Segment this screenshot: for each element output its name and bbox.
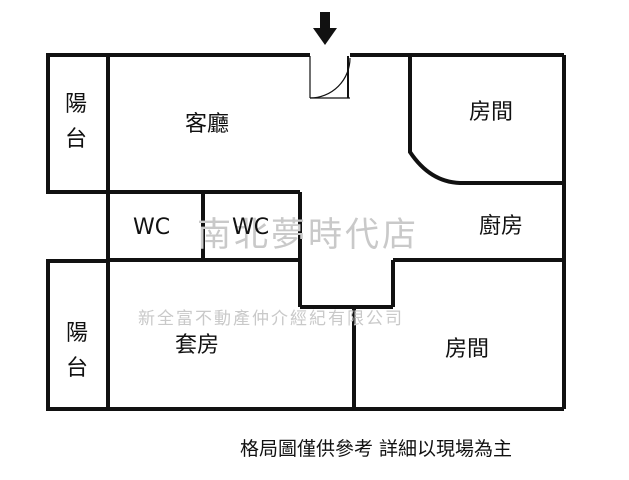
balcony-top-label-1: 陽 — [65, 92, 87, 117]
wc-left-label: WC — [133, 215, 170, 240]
wall-bedroom-top — [408, 55, 564, 185]
watermark-company: 新全富不動產仲介經紀有限公司 — [138, 309, 404, 329]
bedroom-top-label: 房間 — [469, 100, 513, 125]
balcony-top-label-2: 台 — [65, 127, 87, 152]
kitchen-label: 廚房 — [479, 214, 523, 239]
watermark-brand: 南北夢時代店 — [197, 215, 419, 255]
walls — [46, 53, 566, 411]
entrance-arrow-icon — [313, 12, 337, 45]
suite-label: 套房 — [175, 333, 219, 358]
bedroom-bottom-label: 房間 — [445, 337, 489, 362]
balcony-top-outline — [46, 53, 110, 194]
living-room-label: 客廳 — [185, 112, 229, 137]
balcony-bottom-label-1: 陽 — [66, 321, 88, 346]
wc-right-label: WC — [232, 215, 269, 240]
disclaimer-text: 格局圖僅供參考 詳細以現場為主 — [240, 438, 512, 460]
balcony-bottom-outline — [46, 259, 110, 411]
balcony-bottom-label-2: 台 — [66, 356, 88, 381]
door-swing-icon — [309, 56, 351, 99]
